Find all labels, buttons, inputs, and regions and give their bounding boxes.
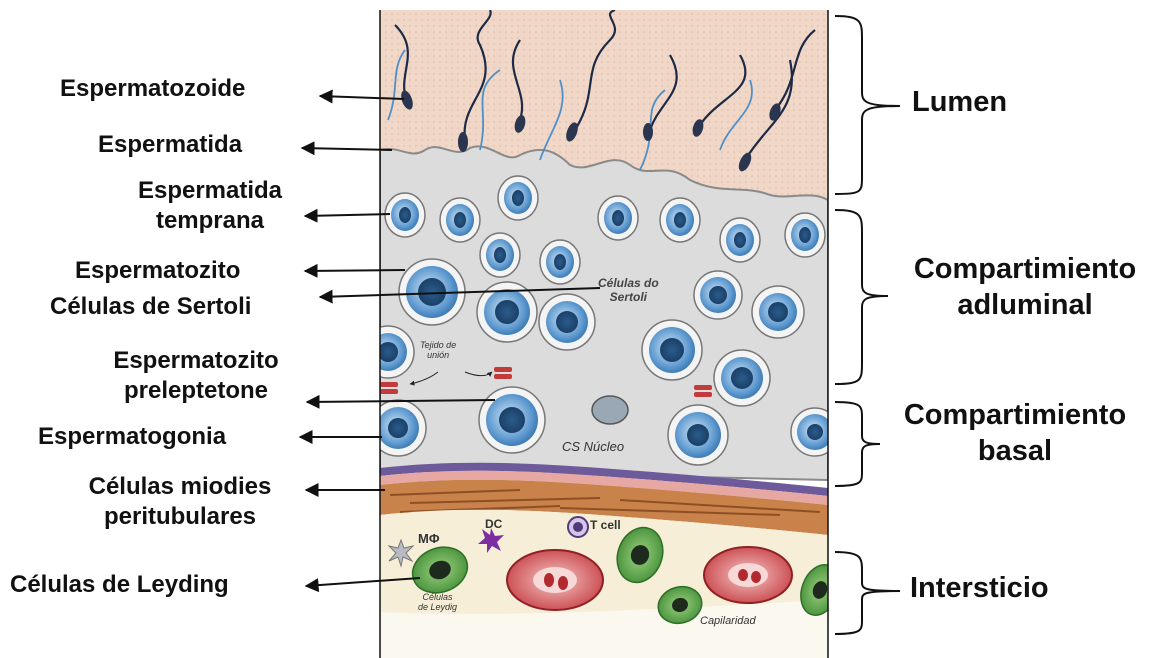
- inner-label-sertoli: Células do Sertoli: [598, 277, 659, 305]
- sertoli-nucleus: [592, 396, 628, 424]
- label-compartimiento-basal: Compartimiento basal: [870, 397, 1160, 470]
- brace-intersticio: [835, 552, 900, 634]
- label-espermatida: Espermatida: [98, 130, 242, 160]
- label-espermatida-temprana: Espermatida temprana: [115, 176, 305, 236]
- inner-label-tcell: T cell: [590, 519, 621, 533]
- label-compartimiento-adluminal: Compartimiento adluminal: [880, 251, 1170, 324]
- inner-label-macrophage: MΦ: [418, 532, 440, 547]
- label-preleptetone-line1: Espermatozito: [85, 346, 307, 376]
- label-lumen: Lumen: [912, 84, 1007, 120]
- tissue-panel: [362, 10, 846, 658]
- label-celulas-leyding: Células de Leyding: [10, 570, 229, 600]
- label-celulas-sertoli: Células de Sertoli: [50, 292, 251, 322]
- inner-label-leydig: Células de Leydig: [418, 592, 457, 613]
- label-intersticio: Intersticio: [910, 570, 1049, 606]
- label-espermatida-temprana-line1: Espermatida: [115, 176, 305, 206]
- label-basal-line2: basal: [870, 433, 1160, 469]
- inner-label-leydig-line2: de Leydig: [418, 602, 457, 612]
- label-espermatozito-preleptetone: Espermatozito preleptetone: [85, 346, 307, 406]
- label-espermatogonia: Espermatogonia: [38, 422, 226, 452]
- label-miodies-line1: Células miodies: [60, 472, 300, 502]
- inner-label-tejido-line1: Tejido de: [420, 340, 456, 350]
- label-miodies-line2: peritubulares: [60, 502, 300, 532]
- arrow-espermatida-temprana: [305, 214, 390, 216]
- inner-label-tejido-line2: unión: [420, 350, 456, 360]
- label-celulas-miodies: Células miodies peritubulares: [60, 472, 300, 532]
- inner-label-tejido-union: Tejido de unión: [420, 340, 456, 361]
- label-adluminal-line1: Compartimiento: [880, 251, 1170, 287]
- inner-label-sertoli-line1: Células do: [598, 277, 659, 291]
- arrow-espermatida: [302, 148, 392, 150]
- inner-label-leydig-line1: Células: [418, 592, 457, 602]
- label-adluminal-line2: adluminal: [880, 287, 1170, 323]
- inner-label-dc: DC: [485, 518, 502, 532]
- label-basal-line1: Compartimiento: [870, 397, 1160, 433]
- inner-label-cs-nucleo: CS Núcleo: [562, 440, 624, 455]
- right-braces: [835, 16, 900, 634]
- arrow-espermatozito: [305, 270, 405, 271]
- t-cell-shape: [568, 517, 588, 537]
- label-preleptetone-line2: preleptetone: [85, 376, 307, 406]
- brace-lumen: [835, 16, 900, 194]
- label-espermatozito: Espermatozito: [75, 256, 240, 286]
- inner-label-capilaridad: Capilaridad: [700, 615, 756, 628]
- label-espermatida-temprana-line2: temprana: [115, 206, 305, 236]
- inner-label-sertoli-line2: Sertoli: [598, 291, 659, 305]
- label-espermatozoide: Espermatozoide: [60, 74, 245, 104]
